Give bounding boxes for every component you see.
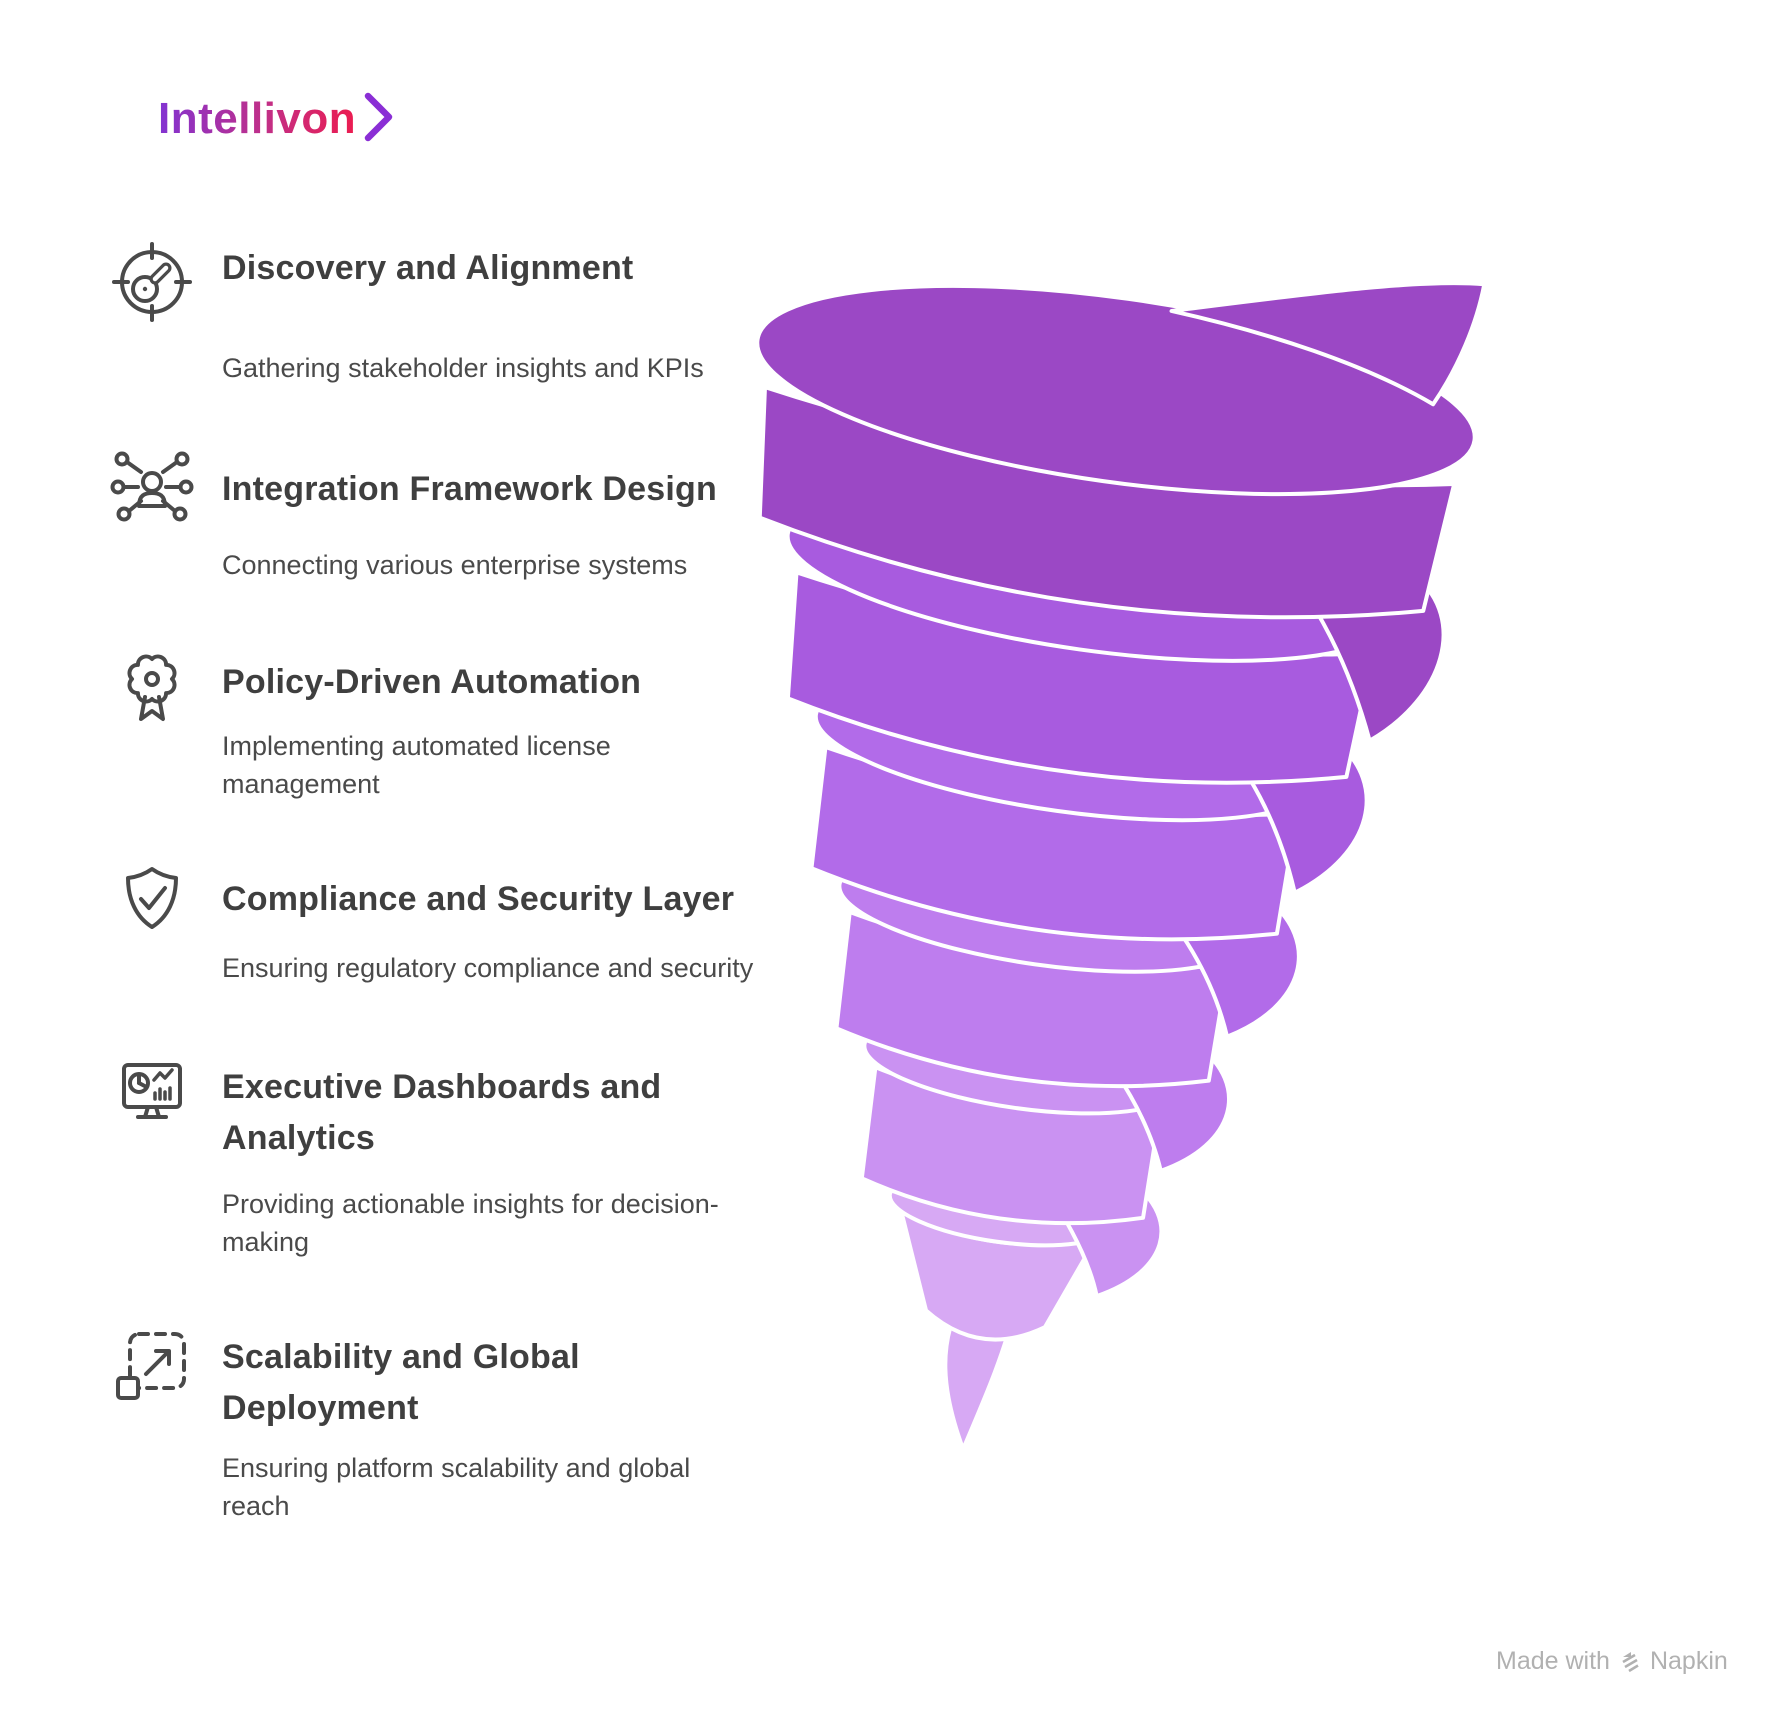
funnel-top-swoosh bbox=[1169, 281, 1487, 407]
item-title: Policy-Driven Automation bbox=[222, 663, 642, 701]
item-title: Compliance and Security Layer bbox=[222, 880, 735, 918]
item-title: Discovery and Alignment bbox=[222, 249, 634, 287]
network-person-icon bbox=[110, 451, 194, 522]
intellivon-logo: Intellivon bbox=[158, 92, 393, 143]
napkin-logo-icon bbox=[1622, 1652, 1639, 1673]
item-subtitle: Connecting various enterprise systems bbox=[222, 550, 688, 580]
shield-check-icon bbox=[126, 867, 178, 929]
napkin-brand-label: Napkin bbox=[1649, 1646, 1728, 1675]
made-with-label: Made with bbox=[1496, 1646, 1610, 1675]
spiral-funnel-graphic bbox=[755, 281, 1487, 1452]
item-subtitle: Ensuring platform scalability and global… bbox=[222, 1453, 691, 1521]
item-subtitle: Providing actionable insights for decisi… bbox=[222, 1189, 719, 1257]
item-title: Integration Framework Design bbox=[222, 470, 717, 508]
logo-text: Intellivon bbox=[158, 94, 356, 143]
item-subtitle: Implementing automated license managemen… bbox=[222, 731, 611, 799]
item-subtitle: Gathering stakeholder insights and KPIs bbox=[222, 353, 704, 383]
dashboard-monitor-icon bbox=[122, 1063, 182, 1119]
chevron-right-icon bbox=[364, 92, 393, 142]
target-compass-icon bbox=[112, 242, 192, 322]
made-with-napkin-credit: Made with Napkin bbox=[1496, 1644, 1728, 1678]
item-title: Scalability and Global Deployment bbox=[222, 1338, 580, 1427]
item-title: Executive Dashboards and Analytics bbox=[222, 1068, 662, 1157]
expand-scale-icon bbox=[116, 1332, 186, 1400]
item-subtitle: Ensuring regulatory compliance and secur… bbox=[222, 953, 754, 983]
award-rosette-icon bbox=[127, 654, 177, 721]
